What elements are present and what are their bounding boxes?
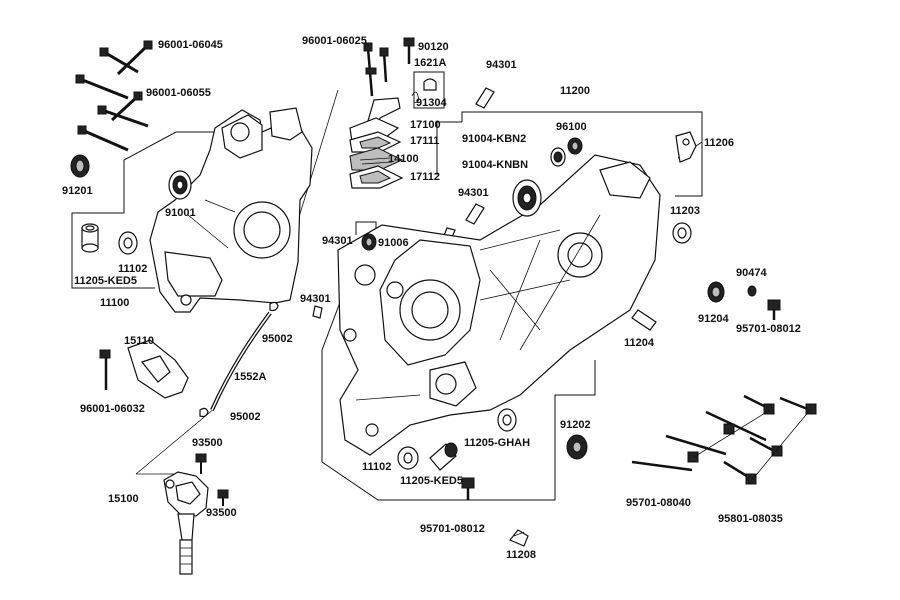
label-91006: 91006	[378, 237, 409, 249]
label-94301-a: 94301	[486, 59, 517, 71]
label-11205-GHAH: 11205-GHAH	[464, 437, 530, 449]
clip-91304	[411, 71, 445, 109]
dowel-11205-KED5-b	[429, 442, 458, 471]
label-91304: 91304	[416, 97, 447, 109]
cover-plate-15110	[127, 339, 189, 399]
label-17111: 17111	[410, 135, 439, 147]
label-11208: 11208	[506, 549, 536, 561]
label-11205-KED5-b: 11205-KED5	[400, 475, 463, 487]
label-95701-08040: 95701-08040	[626, 497, 691, 509]
right-crankcase-11200	[337, 154, 661, 456]
seal-91202	[566, 434, 588, 460]
group-11200-bracket-right	[461, 111, 703, 197]
collar-11203	[672, 222, 692, 244]
label-11200: 11200	[560, 85, 590, 97]
collar-11102-a	[118, 231, 138, 255]
label-96001-06032: 96001-06032	[80, 403, 145, 415]
dowel-pin-94301-a	[475, 87, 495, 109]
label-11206: 11206	[704, 137, 734, 149]
label-15100: 15100	[108, 493, 139, 505]
washer-90474	[747, 285, 757, 297]
oil-pump-15100	[163, 471, 209, 575]
dowel-11205-KED5-a	[81, 223, 99, 253]
label-95002-a: 95002	[262, 333, 293, 345]
label-14100: 14100	[388, 153, 419, 165]
bolt-90120	[403, 37, 415, 64]
label-96100: 96100	[556, 121, 587, 133]
bracket-11206	[675, 131, 697, 163]
label-91201: 91201	[62, 185, 93, 197]
label-91004-KBN2: 91004-KBN2	[462, 133, 526, 145]
group-11100-bracket	[71, 131, 218, 289]
gasket-17111	[349, 131, 402, 153]
label-15110: 15110	[124, 335, 154, 347]
dowel-pin-94301-b	[465, 203, 485, 225]
label-93500-a: 93500	[192, 437, 223, 449]
oil-seal-91006	[361, 233, 377, 251]
label-11100: 11100	[100, 297, 129, 309]
bolt-96001-06032	[99, 349, 111, 390]
label-11204: 11204	[624, 337, 655, 349]
group-11200-bracket-left	[436, 121, 462, 175]
label-96001-06025: 96001-06025	[302, 35, 367, 47]
label-95002-b: 95002	[230, 411, 261, 423]
hose-clip-95002-a	[269, 301, 279, 312]
label-91001: 91001	[165, 207, 196, 219]
label-91004-KNBN: 91004-KNBN	[462, 159, 528, 171]
label-95701-08012-a: 95701-08012	[736, 323, 801, 335]
left-crankcase-11100	[149, 107, 313, 313]
label-17100: 17100	[410, 119, 441, 131]
dowel-pin-94301-d	[312, 305, 323, 319]
label-94301-b: 94301	[458, 187, 489, 199]
label-93500-b: 93500	[206, 507, 237, 519]
dowel-pin-11204	[631, 309, 657, 331]
label-94301-c: 94301	[322, 235, 353, 247]
label-11102-b: 11102	[362, 461, 391, 473]
dowel-11205-GHAH	[497, 408, 517, 432]
bolts-96001-06025	[363, 42, 389, 97]
oil-hose-1552A	[210, 311, 272, 411]
label-96001-06055: 96001-06055	[146, 87, 211, 99]
label-94301-d: 94301	[300, 293, 331, 305]
leader-93500-pump	[135, 407, 216, 475]
gasket-17112	[349, 165, 404, 189]
group-main-bracket-bottom	[321, 259, 596, 501]
label-90120: 90120	[418, 41, 449, 53]
seal-91204	[707, 281, 725, 303]
hose-clip-95002-b	[199, 407, 209, 418]
label-91202: 91202	[560, 419, 591, 431]
label-90474: 90474	[736, 267, 767, 279]
label-17112: 17112	[410, 171, 440, 183]
bolt-96001-06055-set	[77, 91, 149, 152]
group-main-bracket-top	[355, 221, 377, 235]
bearing-91001	[168, 170, 192, 200]
bolts-95701-08040	[631, 394, 775, 472]
label-1621A: 1621A	[414, 57, 446, 69]
collar-11102-b	[397, 446, 419, 470]
label-11205-KED5-a: 11205-KED5	[74, 275, 137, 287]
bolt-96001-06045-set	[75, 40, 153, 100]
bearing-91004-KNBN	[512, 179, 542, 217]
label-91204: 91204	[698, 313, 729, 325]
seal-96100	[567, 137, 583, 155]
oil-seal-91201	[70, 154, 90, 178]
bearing-91004-KBN2	[550, 147, 566, 167]
clip-11208	[509, 529, 529, 547]
label-96001-06045: 96001-06045	[158, 39, 223, 51]
label-11203: 11203	[670, 205, 700, 217]
reed-valve-14100	[349, 147, 404, 171]
screw-93500-b	[217, 489, 229, 506]
bolt-95701-08012-a	[767, 299, 781, 320]
bolts-95801-08035	[723, 396, 817, 485]
label-1552A: 1552A	[234, 371, 266, 383]
bolt-95701-08012-b	[461, 477, 475, 500]
label-95801-08035: 95801-08035	[718, 513, 783, 525]
screw-93500-a	[195, 453, 207, 474]
label-95701-08012-b: 95701-08012	[420, 523, 485, 535]
label-11102-a: 11102	[118, 263, 147, 275]
